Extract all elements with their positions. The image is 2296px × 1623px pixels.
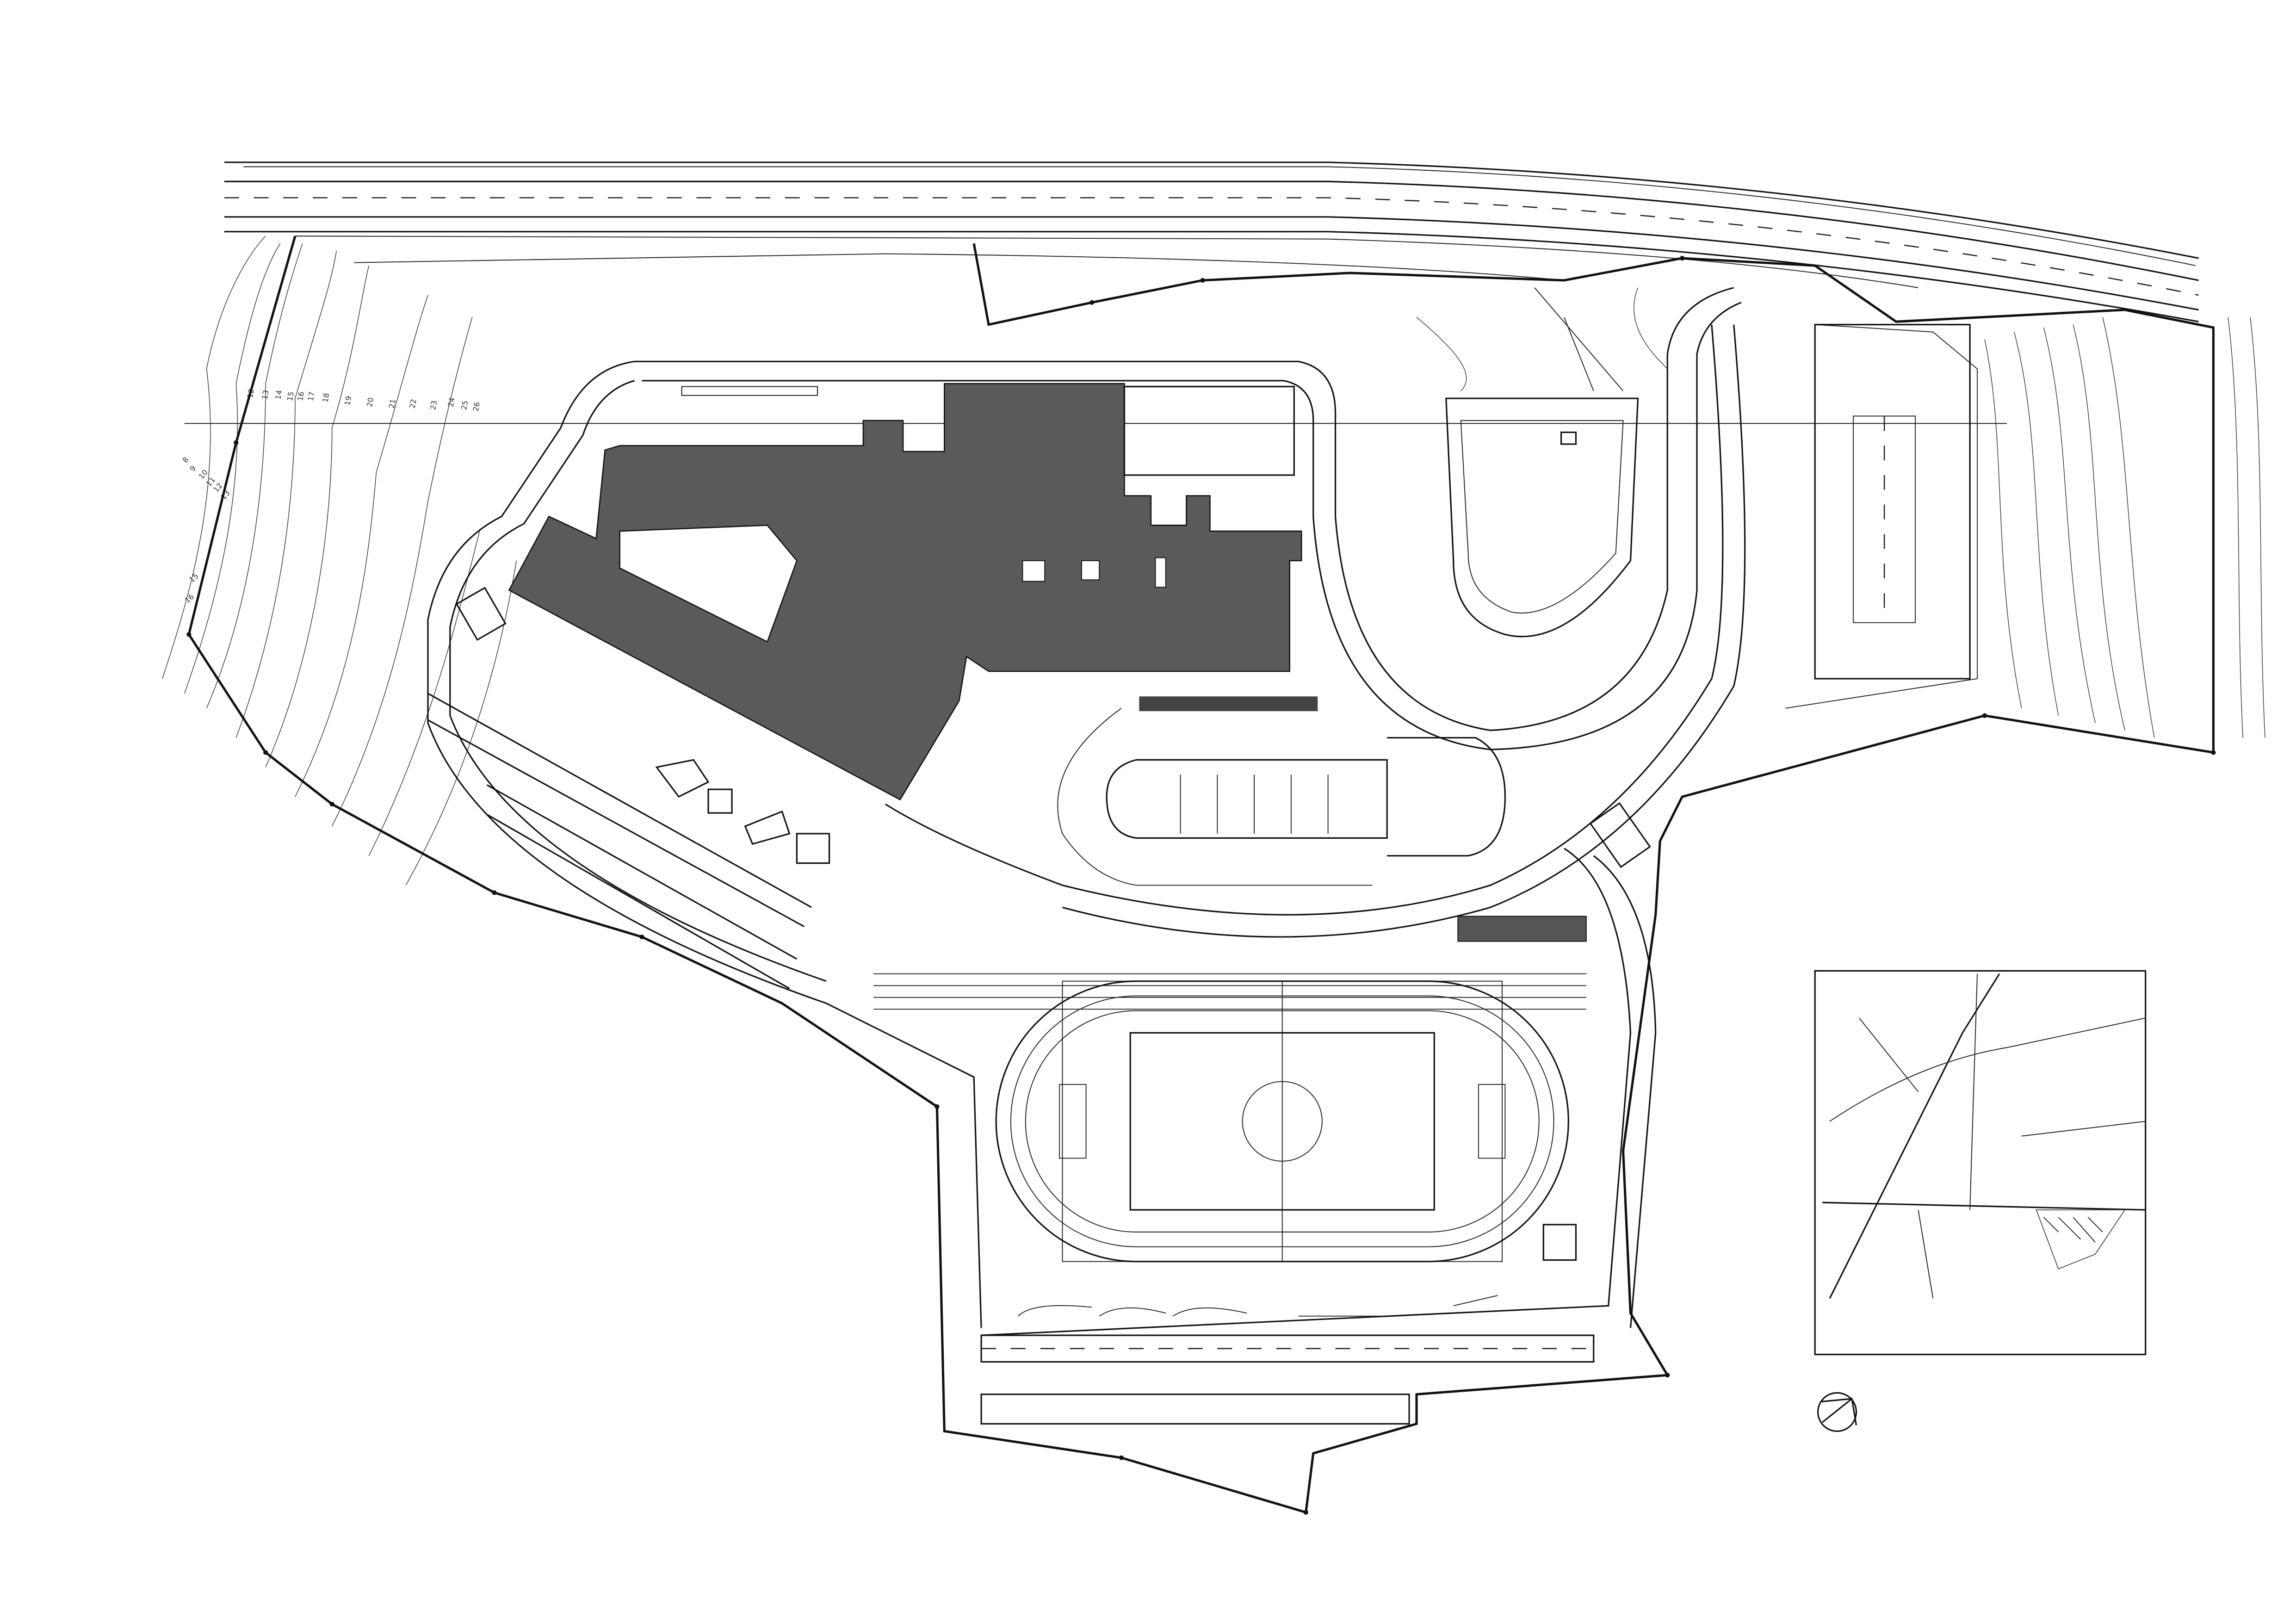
contour-labels: 12 13 14 15 16 17 18 19 20 21 22 23 24 2… <box>180 388 481 605</box>
contour-label: 23 <box>428 400 439 410</box>
athletics-track <box>873 973 1586 1263</box>
contour-label: 17 <box>306 391 316 402</box>
contour-label: 8 <box>180 455 190 465</box>
contour-label: 16 <box>296 391 306 402</box>
north-arrow-icon <box>1817 1392 1857 1432</box>
contour-label: 21 <box>387 398 397 409</box>
school-building <box>508 383 1302 801</box>
bus-bay <box>1057 696 1506 886</box>
contour-label: 13 <box>260 390 271 400</box>
parking-east <box>1814 324 1971 680</box>
contour-label: 20 <box>365 397 375 408</box>
contour-label: 15 <box>285 391 296 402</box>
boundary-markers <box>186 255 2216 1515</box>
play-features <box>655 759 830 864</box>
contour-label: 19 <box>343 395 353 406</box>
contour-label: 16 <box>183 592 196 605</box>
courtyard-pool <box>1123 385 1295 476</box>
pavilion <box>1589 802 1651 868</box>
shelter <box>1457 916 1587 942</box>
access-road <box>427 287 1978 1336</box>
contour-label: 18 <box>321 392 331 403</box>
contour-label: 14 <box>273 390 284 400</box>
parking-south <box>980 1295 1595 1425</box>
contour-label: 9 <box>188 464 198 473</box>
location-map <box>1814 970 2147 1356</box>
contour-label: 15 <box>187 571 200 584</box>
amphitheatre <box>1445 287 1639 638</box>
contour-lines-west <box>162 235 517 886</box>
contour-label: 22 <box>408 398 418 409</box>
contour-label: 24 <box>446 397 456 408</box>
contour-label: 25 <box>459 400 470 410</box>
site-boundary <box>187 235 2215 1514</box>
highway <box>224 161 2199 322</box>
contour-lines-east <box>1416 287 2265 738</box>
contour-label: 26 <box>471 401 482 412</box>
parking-west <box>427 587 812 990</box>
